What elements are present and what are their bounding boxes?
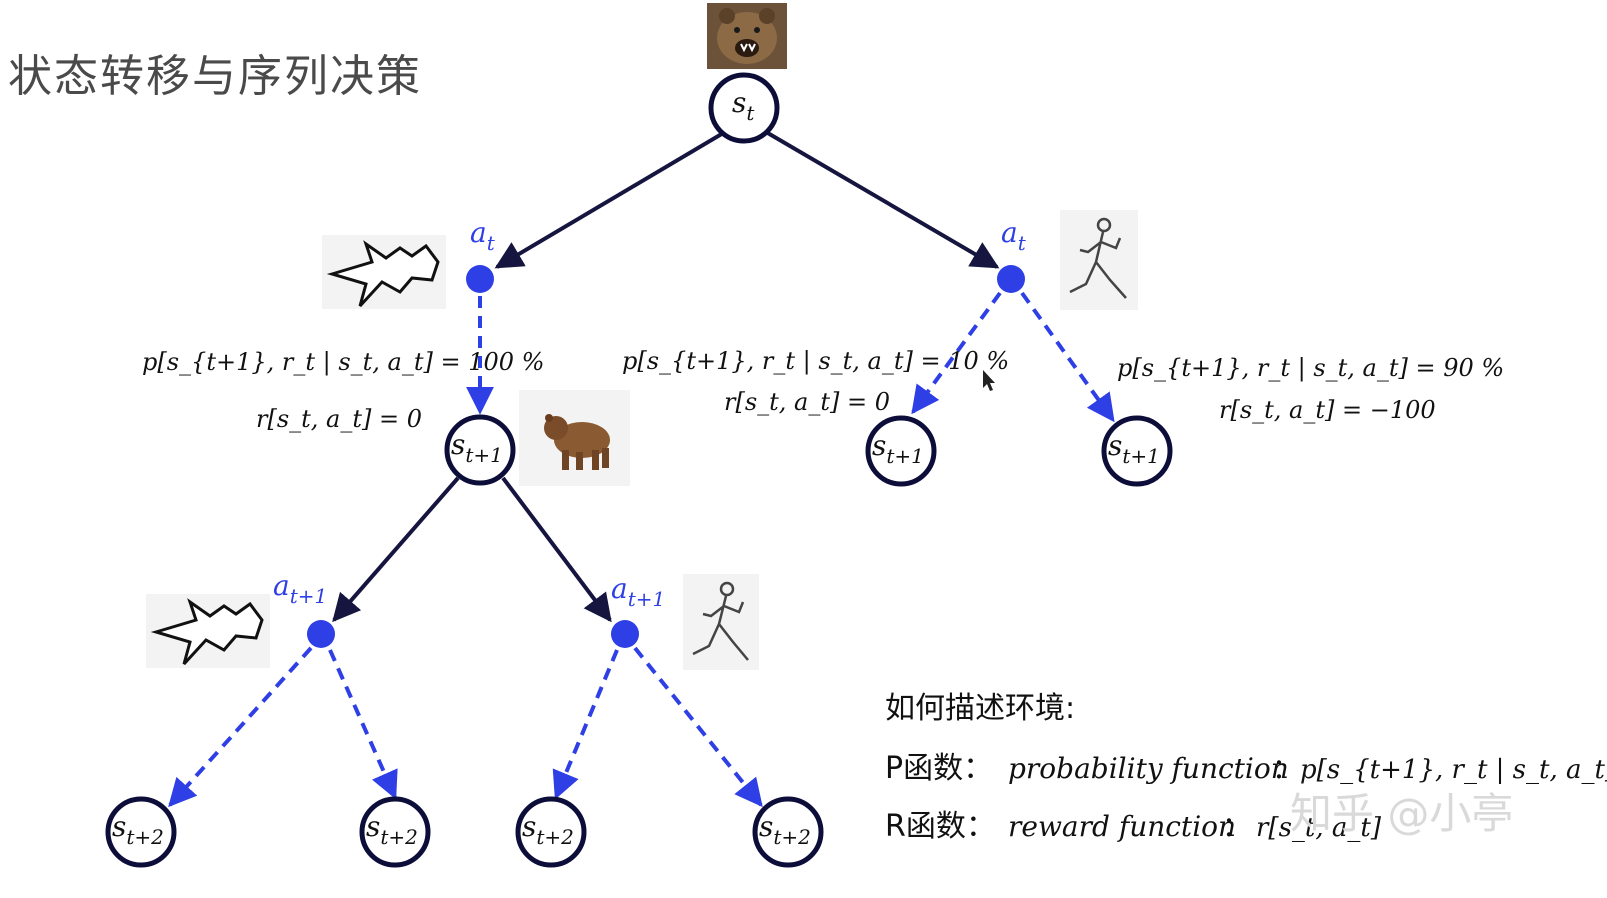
node-s2-4-label: st+2 — [759, 810, 811, 849]
running-figure-icon-top — [1060, 210, 1138, 310]
legend-r-prefix: R函数： — [885, 809, 996, 844]
environment-legend: 如何描述环境: P函数： probability function ： p[s_… — [885, 691, 1607, 844]
action-dot-left — [466, 265, 494, 293]
mouse-cursor-icon — [983, 370, 995, 391]
action-left-label: at — [470, 216, 496, 255]
edge-a-right-to-s1-mid — [911, 291, 1002, 415]
legend-r-name: reward function — [1008, 810, 1236, 843]
edge-s1-to-a2-right — [501, 476, 612, 623]
solid-edges — [332, 130, 1000, 623]
action-dot-2-left — [307, 620, 335, 648]
edge-a2-left-to-s2-2 — [328, 649, 398, 800]
node-s1-mid-label: st+1 — [872, 429, 924, 468]
edge-s1-to-a2-left — [332, 476, 460, 623]
node-root-label: st — [732, 86, 755, 125]
node-s2-1 — [105, 796, 177, 868]
running-figure-icon-bottom — [683, 574, 759, 670]
legend-p-name: probability function — [1008, 752, 1289, 785]
action-nodes — [307, 265, 1025, 648]
node-s1-left — [444, 414, 516, 486]
slide-title: 状态转移与序列决策 — [8, 51, 422, 102]
edge-a2-left-to-s2-1 — [168, 646, 313, 808]
dashed-edges — [168, 291, 1115, 808]
node-s2-2 — [359, 796, 431, 868]
node-s2-2-label: st+2 — [366, 810, 418, 849]
action-2-left-label: at+1 — [273, 569, 327, 608]
left-probability-text: p[s_{t+1}, r_t | s_t, a_t] = 100 % — [142, 348, 544, 377]
legend-p-formula: p[s_{t+1}, r_t | s_t, a_t] — [1300, 755, 1607, 785]
zhihu-watermark: 知乎 @小亭 — [1290, 789, 1513, 838]
legend-r-separator: ： — [1222, 810, 1250, 843]
transition-annotations: p[s_{t+1}, r_t | s_t, a_t] = 100 % r[s_t… — [142, 347, 1504, 433]
edge-a-right-to-s1-right — [1020, 291, 1115, 423]
mid-probability-text: p[s_{t+1}, r_t | s_t, a_t] = 10 % — [622, 347, 1009, 376]
state-nodes — [105, 72, 1173, 868]
action-dot-right — [997, 265, 1025, 293]
lying-figure-icon-bottom — [146, 594, 270, 668]
node-s1-left-label: st+1 — [451, 428, 503, 467]
action-dot-2-right — [611, 620, 639, 648]
node-s2-4 — [752, 796, 824, 868]
node-s2-3-label: st+2 — [522, 810, 574, 849]
left-reward-text: r[s_t, a_t] = 0 — [256, 405, 422, 433]
action-right-label: at — [1001, 216, 1027, 255]
legend-p-separator: ： — [1272, 752, 1300, 785]
node-s1-right — [1101, 415, 1173, 487]
walking-bear-image — [519, 390, 630, 486]
edge-root-to-a-right — [764, 130, 1000, 269]
legend-p-prefix: P函数： — [885, 751, 993, 786]
node-s2-3 — [515, 796, 587, 868]
node-root — [708, 72, 780, 144]
action-labels: at at at+1 at+1 — [273, 216, 1027, 611]
action-2-right-label: at+1 — [611, 572, 665, 611]
mid-reward-text: r[s_t, a_t] = 0 — [724, 388, 890, 416]
edge-root-to-a-left — [494, 130, 727, 269]
node-labels: st st+1 st+1 st+1 st+2 st+2 st+2 st+2 — [112, 86, 1160, 849]
legend-r-formula: r[s_t, a_t] — [1256, 813, 1382, 843]
legend-heading: 如何描述环境: — [885, 691, 1075, 726]
bear-face-image — [707, 3, 787, 69]
edge-a2-right-to-s2-3 — [552, 649, 619, 800]
right-probability-text: p[s_{t+1}, r_t | s_t, a_t] = 90 % — [1117, 354, 1504, 383]
lying-figure-icon-top — [322, 235, 446, 309]
node-s1-right-label: st+1 — [1108, 429, 1160, 468]
node-s2-1-label: st+2 — [112, 810, 164, 849]
right-reward-text: r[s_t, a_t] = −100 — [1219, 396, 1436, 424]
node-s1-mid — [865, 415, 937, 487]
edge-a2-right-to-s2-4 — [633, 646, 763, 808]
